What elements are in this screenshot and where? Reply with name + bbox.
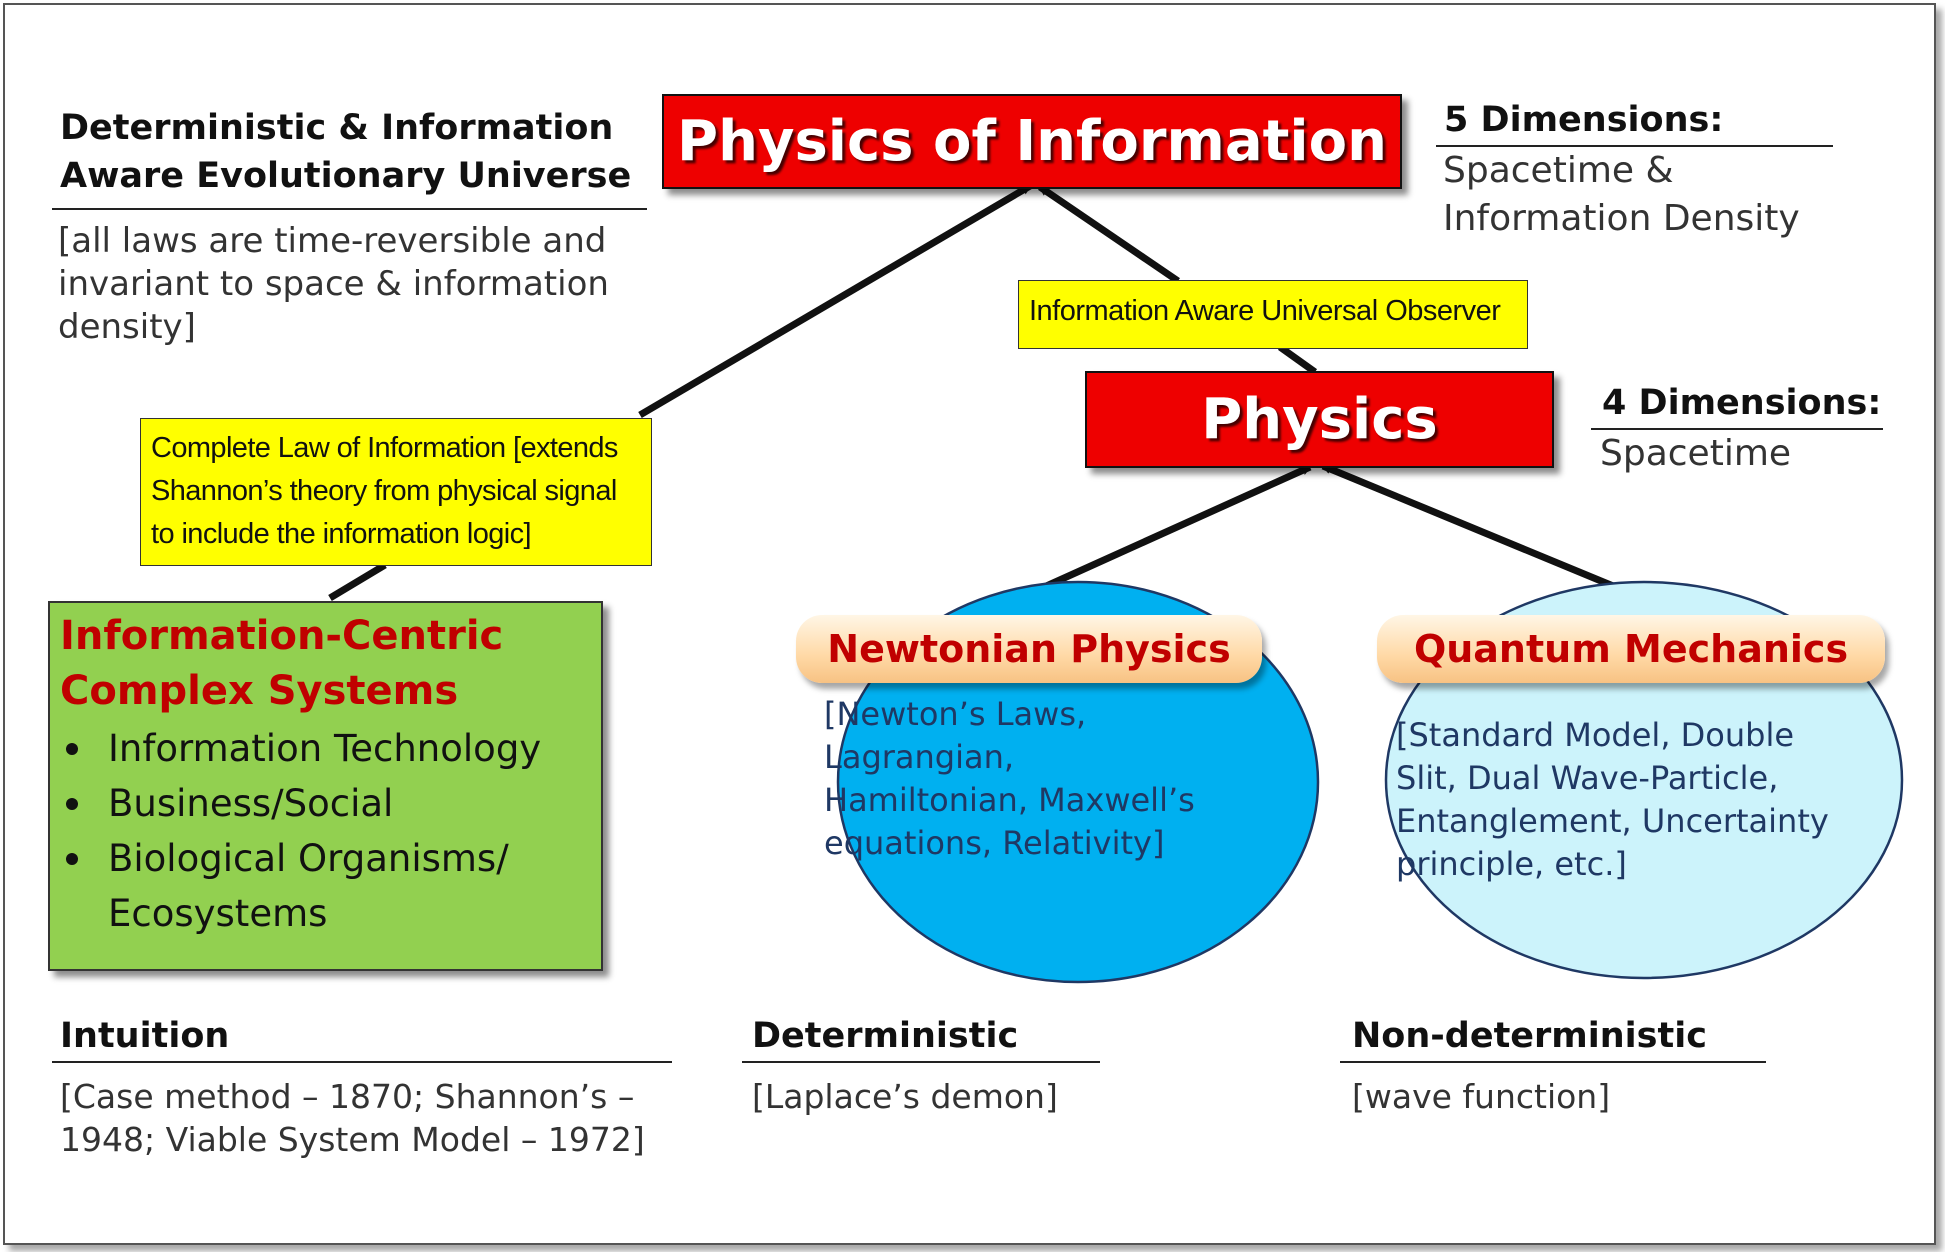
complex-systems-item: Information Technology	[60, 721, 601, 776]
newtonian-title: Newtonian Physics	[827, 627, 1231, 671]
newtonian-line-2: Lagrangian,	[824, 738, 1015, 776]
complex-systems-title-1: Information-Centric	[60, 613, 504, 659]
five-dimensions-heading: 5 Dimensions:	[1444, 100, 1724, 140]
quantum-line-3: Entanglement, Uncertainty	[1396, 802, 1829, 840]
observer-text: Information Aware Universal Observer	[1029, 295, 1501, 327]
physics-of-information-box: Physics of Information	[662, 94, 1402, 189]
five-dimensions-rule	[1436, 145, 1833, 147]
law-box: Complete Law of Information [extends Sha…	[140, 418, 652, 566]
complex-systems-box: Information-Centric Complex Systems Info…	[48, 601, 603, 971]
link-physics-to-info-lower	[1277, 344, 1318, 375]
link-observer-to-info	[1038, 184, 1180, 284]
non-deterministic-rule	[1340, 1061, 1766, 1063]
bullet-icon	[66, 743, 78, 755]
complex-systems-list: Information Technology Business/Social B…	[60, 721, 601, 941]
deterministic-heading: Deterministic	[752, 1016, 1019, 1056]
quantum-line-2: Slit, Dual Wave-Particle,	[1396, 759, 1779, 797]
newtonian-title-pill: Newtonian Physics	[796, 615, 1262, 683]
intuition-rule	[52, 1061, 672, 1063]
intuition-line-2: 1948; Viable System Model – 1972]	[60, 1120, 645, 1159]
universe-heading-1: Deterministic & Information	[60, 108, 614, 148]
law-line-3: to include the information logic]	[151, 518, 532, 550]
universe-desc-1: [all laws are time-reversible and	[58, 221, 607, 261]
five-dimensions-text-2: Information Density	[1443, 198, 1800, 239]
quantum-title-pill: Quantum Mechanics	[1377, 615, 1885, 683]
newtonian-line-1: [Newton’s Laws,	[824, 695, 1087, 733]
quantum-line-4: principle, etc.]	[1396, 845, 1627, 883]
link-law-to-info	[638, 182, 1032, 419]
non-deterministic-line-1: [wave function]	[1352, 1077, 1611, 1116]
link-complex-to-info	[328, 561, 387, 602]
newtonian-line-4: equations, Relativity]	[824, 824, 1165, 862]
physics-box: Physics	[1085, 371, 1554, 468]
intuition-line-1: [Case method – 1870; Shannon’s –	[60, 1077, 635, 1116]
newtonian-line-3: Hamiltonian, Maxwell’s	[824, 781, 1195, 819]
observer-box: Information Aware Universal Observer	[1018, 280, 1528, 349]
quantum-title: Quantum Mechanics	[1413, 627, 1849, 671]
link-quantum-to-physics	[1321, 462, 1620, 592]
law-line-2: Shannon’s theory from physical signal	[151, 475, 617, 507]
bullet-icon	[66, 798, 78, 810]
four-dimensions-heading: 4 Dimensions:	[1602, 383, 1882, 423]
complex-systems-item: Biological Organisms/	[60, 831, 601, 886]
quantum-description: [Standard Model, Double Slit, Dual Wave-…	[1396, 714, 1829, 886]
four-dimensions-rule	[1591, 428, 1883, 430]
complex-systems-title-2: Complex Systems	[60, 668, 459, 714]
universe-desc-3: density]	[58, 307, 196, 347]
deterministic-rule	[742, 1061, 1100, 1063]
universe-desc-2: invariant to space & information	[58, 264, 609, 304]
universe-rule	[52, 208, 647, 210]
bullet-icon	[66, 853, 78, 865]
physics-of-information-title: Physics of Information	[677, 109, 1387, 174]
deterministic-line-1: [Laplace’s demon]	[752, 1077, 1058, 1116]
law-line-1: Complete Law of Information [extends	[151, 432, 618, 464]
newtonian-description: [Newton’s Laws, Lagrangian, Hamiltonian,…	[824, 693, 1195, 865]
physics-title: Physics	[1201, 387, 1438, 452]
link-newtonian-to-physics	[1040, 463, 1312, 592]
four-dimensions-text: Spacetime	[1600, 433, 1792, 474]
universe-heading-2: Aware Evolutionary Universe	[60, 156, 632, 196]
intuition-heading: Intuition	[60, 1016, 230, 1056]
non-deterministic-heading: Non-deterministic	[1352, 1016, 1707, 1056]
complex-systems-item: Ecosystems	[108, 892, 328, 935]
quantum-line-1: [Standard Model, Double	[1396, 716, 1795, 754]
complex-systems-item: Business/Social	[60, 776, 601, 831]
five-dimensions-text-1: Spacetime &	[1443, 150, 1674, 191]
